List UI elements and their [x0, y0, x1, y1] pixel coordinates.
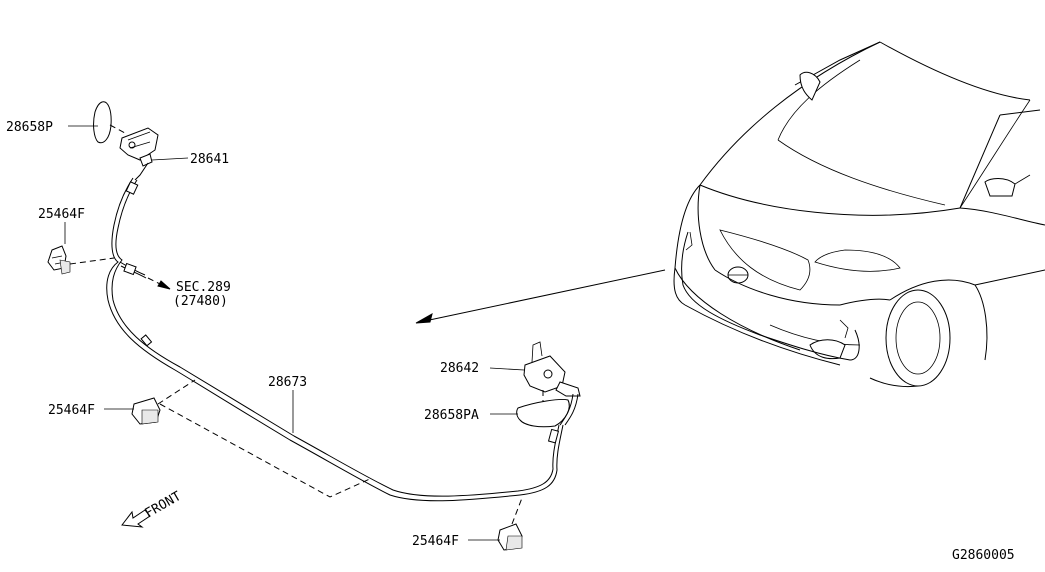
label-sec-27480: (27480): [173, 294, 228, 309]
clip-25464f-mid: [131, 379, 373, 498]
leader-lines: [64, 125, 525, 541]
label-28641: 28641: [190, 152, 229, 167]
label-25464f-mid: 25464F: [48, 403, 95, 418]
label-28658pa: 28658PA: [424, 408, 479, 423]
label-25464f-bottom: 25464F: [412, 534, 459, 549]
label-25464f-top: 25464F: [38, 207, 85, 222]
nozzle-28641: [119, 127, 159, 181]
front-direction-indicator: [121, 509, 151, 528]
label-sec-289: SEC.289: [176, 280, 231, 295]
diagram-code: G2860005: [952, 548, 1015, 563]
clip-25464f-bottom: [497, 497, 523, 551]
label-front: FRONT: [143, 489, 185, 522]
nozzle-28642: [523, 341, 581, 426]
washer-hose-28673: [106, 177, 564, 502]
label-28642: 28642: [440, 361, 479, 376]
view-pointer-arrow: [415, 269, 666, 324]
label-28658p: 28658P: [6, 120, 53, 135]
clip-25464f-top: [47, 245, 115, 275]
cap-28658p: [93, 101, 126, 144]
cap-28658pa: [516, 390, 570, 428]
label-28673: 28673: [268, 375, 307, 390]
vehicle-front-view: [673, 41, 1045, 388]
sec-289-arrow: [147, 277, 171, 290]
